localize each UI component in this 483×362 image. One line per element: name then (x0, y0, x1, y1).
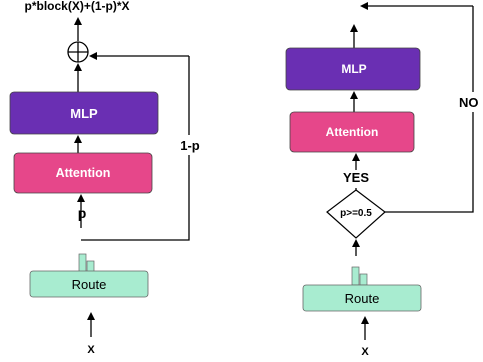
left-mlp-block: MLP (9, 91, 159, 135)
right-attention-block: Attention (289, 111, 415, 153)
left-skip-label: 1-p (180, 138, 200, 153)
right-mlp-label: MLP (341, 62, 366, 76)
skip-connection-path (81, 56, 190, 241)
right-route-label: Route (345, 291, 380, 306)
right-input-label: X (361, 346, 369, 358)
right-condition-label: p>=0.5 (340, 208, 372, 219)
right-decision-diamond: p>=0.5 (326, 189, 386, 239)
left-attention-label: Attention (56, 166, 111, 180)
left-panel: p*block(X)+(1-p)*X MLP Attention p (9, 0, 202, 356)
left-p-label: p (78, 205, 87, 221)
right-mlp-block: MLP (285, 47, 421, 91)
right-no-label: NO (459, 95, 479, 110)
left-route-icon (78, 253, 95, 273)
right-attention-label: Attention (326, 125, 379, 139)
left-formula: p*block(X)+(1-p)*X (24, 0, 129, 13)
right-panel: NO MLP Attention YES p>=0.5 (285, 2, 483, 358)
left-mlp-label: MLP (70, 106, 98, 121)
left-input-label: X (87, 344, 95, 356)
right-route-icon (351, 266, 368, 286)
left-attention-block: Attention (13, 152, 153, 194)
right-route-block: Route (302, 284, 422, 312)
left-route-label: Route (72, 277, 107, 292)
right-yes-label: YES (343, 170, 369, 185)
sum-node (67, 41, 89, 63)
right-no-path (385, 6, 474, 213)
left-route-block: Route (29, 270, 149, 298)
